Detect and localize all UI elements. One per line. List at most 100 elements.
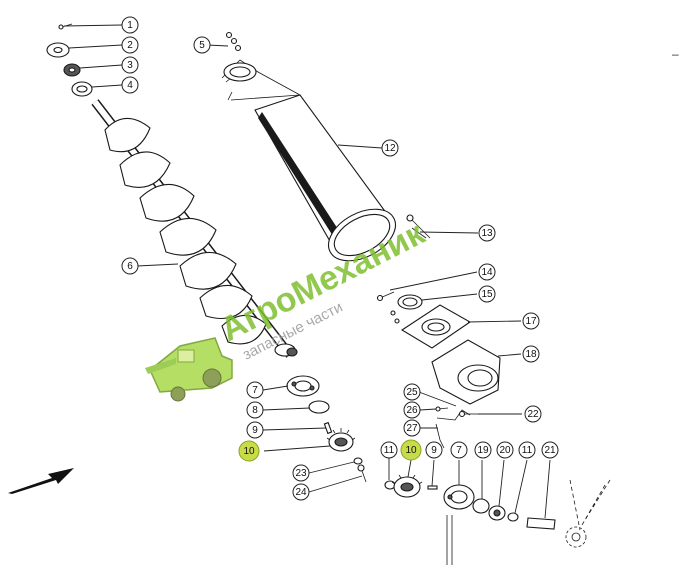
hub-20-part: [488, 505, 506, 521]
callout-circle: [522, 312, 540, 330]
callout-13: 13: [478, 224, 496, 242]
callout-circle: [478, 285, 496, 303]
callout-circle: [496, 441, 514, 459]
callout-circle: [400, 439, 422, 461]
tube-bolts-part: [406, 214, 431, 239]
callout-number: 8: [252, 405, 258, 416]
ring-part: [71, 81, 93, 97]
callout-number: 4: [127, 80, 133, 91]
housing-18-part: [431, 339, 501, 405]
nut-part: [63, 63, 81, 77]
callout-circle: [474, 441, 492, 459]
callout-23: 23: [292, 464, 310, 482]
callout-1: 1: [121, 16, 139, 34]
callout-circle: [478, 263, 496, 281]
callout-22: 22: [524, 405, 542, 423]
callout-number: 10: [405, 445, 417, 456]
callout-circle: [292, 464, 310, 482]
circlip-8-part: [308, 400, 330, 414]
callout-circle: [522, 345, 540, 363]
seal-15-part: [397, 294, 423, 310]
callout-21: 21: [541, 441, 559, 459]
callout-2: 2: [121, 36, 139, 54]
callout-circle: [246, 421, 264, 439]
callout-circle: [425, 441, 443, 459]
auger-tube-part: [221, 59, 396, 262]
callout-7: 7: [450, 441, 468, 459]
callout-circle: [121, 36, 139, 54]
callout-number: 22: [527, 409, 539, 420]
callout-9: 9: [425, 441, 443, 459]
leader-lines: [63, 24, 551, 519]
callout-3: 3: [121, 56, 139, 74]
callout-number: 21: [544, 445, 556, 456]
callout-circle: [541, 441, 559, 459]
edge-mark: –: [672, 47, 679, 61]
callout-circle: [380, 441, 398, 459]
bolt-set-part: [225, 31, 242, 52]
bevel-gear-10-left-part: [326, 428, 356, 452]
ring-11-right-part: [507, 512, 519, 522]
callout-10: 10: [400, 439, 422, 461]
vertical-axis-line: [446, 515, 453, 565]
callout-5: 5: [193, 36, 211, 54]
callout-6: 6: [121, 257, 139, 275]
washer-part: [46, 42, 70, 58]
direction-arrow-icon: [8, 468, 74, 494]
watermark-brand: АгроМеханик: [214, 213, 431, 349]
callout-number: 25: [406, 387, 418, 398]
sprocket-part: [565, 479, 611, 548]
callout-number: 12: [384, 143, 396, 154]
callout-circle: [450, 441, 468, 459]
callout-11: 11: [380, 441, 398, 459]
callout-26: 26: [403, 401, 421, 419]
callout-number: 17: [525, 316, 537, 327]
callout-circle: [518, 441, 536, 459]
bearing-7-part: [286, 375, 320, 397]
bevel-gear-10-right-part: [391, 474, 423, 498]
callout-number: 9: [431, 445, 437, 456]
ring-19-part: [472, 498, 490, 514]
callout-20: 20: [496, 441, 514, 459]
callout-number: 27: [406, 423, 418, 434]
callout-circle: [246, 401, 264, 419]
callout-circle: [403, 383, 421, 401]
callout-circle: [524, 405, 542, 423]
callout-11: 11: [518, 441, 536, 459]
callout-10: 10: [238, 440, 260, 462]
callout-24: 24: [292, 483, 310, 501]
callout-number: 11: [384, 445, 395, 456]
callout-number: 14: [481, 267, 493, 278]
callout-circle: [478, 224, 496, 242]
callout-circle: [121, 56, 139, 74]
callout-12: 12: [381, 139, 399, 157]
callout-circle: [121, 257, 139, 275]
callout-circle: [403, 401, 421, 419]
bolt-24-part: [357, 464, 367, 483]
callout-number: 2: [127, 40, 133, 51]
callout-circle: [121, 76, 139, 94]
bolt-22-part: [458, 410, 478, 418]
callout-number: 18: [525, 349, 537, 360]
shaft-21-part: [526, 517, 556, 530]
callout-7: 7: [246, 381, 264, 399]
callout-number: 20: [499, 445, 511, 456]
callout-15: 15: [478, 285, 496, 303]
callout-number: 1: [127, 20, 133, 31]
callout-25: 25: [403, 383, 421, 401]
lever-25-part: [435, 409, 471, 449]
bolt-14-part: [376, 291, 395, 302]
callout-14: 14: [478, 263, 496, 281]
callout-circle: [246, 381, 264, 399]
callout-number: 23: [295, 468, 307, 479]
callout-4: 4: [121, 76, 139, 94]
pin-26-part: [435, 406, 449, 412]
callout-27: 27: [403, 419, 421, 437]
callout-circle: [193, 36, 211, 54]
callout-number: 24: [295, 487, 307, 498]
callout-number: 11: [522, 445, 533, 456]
callout-number: 7: [456, 445, 462, 456]
harvester-logo-icon: [145, 337, 233, 402]
